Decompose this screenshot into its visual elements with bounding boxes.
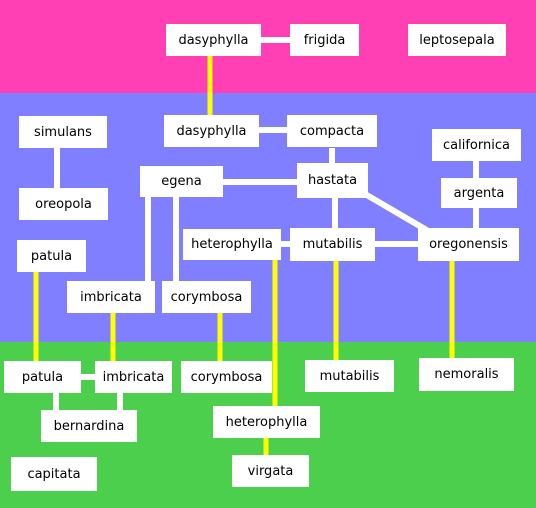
node-mutabilis-bot: mutabilis <box>305 360 394 392</box>
node-mutabilis-mid: mutabilis <box>290 228 375 261</box>
node-bernardina: bernardina <box>41 410 137 442</box>
node-dasyphylla-top: dasyphylla <box>166 24 261 56</box>
node-capitata: capitata <box>11 457 97 491</box>
node-egena: egena <box>140 166 223 197</box>
node-oreopola: oreopola <box>19 188 108 220</box>
node-patula-bot: patula <box>4 361 81 393</box>
node-nemoralis: nemoralis <box>419 358 514 391</box>
node-dasyphylla-mid: dasyphylla <box>164 115 259 147</box>
node-frigida: frigida <box>290 24 359 56</box>
node-compacta: compacta <box>287 115 377 147</box>
node-imbricata-bot: imbricata <box>95 361 172 393</box>
node-simulans: simulans <box>19 116 107 148</box>
node-oregonensis: oregonensis <box>418 228 519 261</box>
node-virgata: virgata <box>232 455 309 487</box>
node-heterophylla-bot: heterophylla <box>213 406 320 438</box>
link-hastata-oregonensis <box>363 191 432 235</box>
node-hastata: hastata <box>297 163 368 198</box>
node-heterophylla-mid: heterophylla <box>183 229 281 260</box>
node-patula-mid: patula <box>17 240 86 272</box>
node-leptosepala: leptosepala <box>408 24 506 56</box>
node-corymbosa-mid: corymbosa <box>162 281 251 313</box>
node-californica: californica <box>432 129 521 161</box>
node-argenta: argenta <box>441 178 517 208</box>
node-corymbosa-bot: corymbosa <box>181 361 272 393</box>
node-imbricata-mid: imbricata <box>67 281 155 313</box>
